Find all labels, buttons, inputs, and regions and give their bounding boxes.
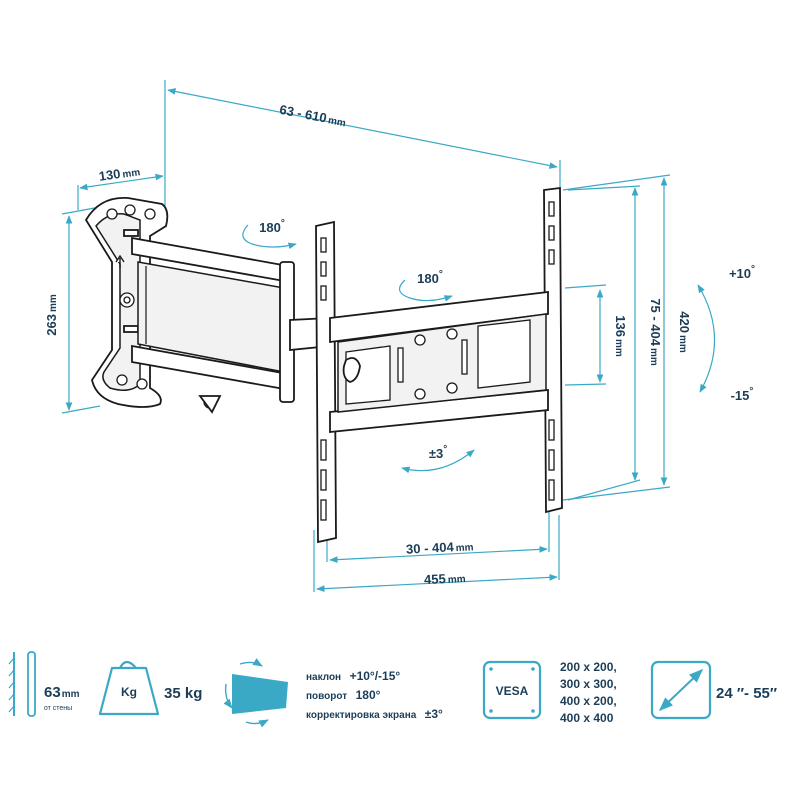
spec-bar: 63mm от стены Kg 35 kg наклон +10°/-15° … — [8, 651, 777, 728]
swivel-spec: поворот 180° — [306, 686, 381, 703]
vesa-pattern-1: 200 x 200, — [560, 660, 617, 674]
adjustment-icon — [223, 658, 288, 728]
weight-value: 35 kg — [164, 685, 202, 702]
wall-distance-value: 63mm — [44, 684, 80, 701]
tilt-spec: наклон +10°/-15° — [306, 667, 400, 684]
dim-bracket-width: 455mm — [424, 570, 466, 587]
tilt-up-label: +10° — [729, 264, 755, 281]
dim-wall-plate-depth: 130mm — [98, 163, 141, 184]
vesa-icon — [482, 660, 542, 720]
vesa-pattern-2: 300 x 300, — [560, 677, 617, 691]
wall-distance-caption: от стены — [44, 705, 72, 712]
tilt-down-label: -15° — [731, 386, 754, 403]
dimension-lines — [61, 80, 671, 592]
wall-distance-icon — [8, 651, 36, 717]
dim-wall-plate-height: 263mm — [44, 294, 59, 336]
dim-inner-height: 136mm — [613, 315, 628, 357]
swivel-arm-label: 180° — [417, 269, 443, 286]
screen-diagonal-icon — [650, 660, 712, 720]
weight-icon — [98, 660, 160, 716]
screen-size-value: 24 ″- 55″ — [716, 685, 777, 702]
tv-bracket — [315, 186, 563, 544]
dimension-labels: 63 - 610mm 130mm 263mm 420mm 75 - 404mm … — [44, 102, 692, 587]
weight-icon-label: Kg — [121, 685, 137, 699]
rotation-label: ±3° — [429, 444, 447, 461]
vesa-pattern-4: 400 x 400 — [560, 711, 614, 725]
dim-vertical-hole-range: 75 - 404mm — [648, 298, 663, 366]
swivel-wall-label: 180° — [259, 218, 285, 235]
motion-annotations: 180° 180° ±3° +10° -15° — [242, 218, 755, 474]
swing-arm — [131, 236, 331, 414]
vesa-pattern-3: 400 x 200, — [560, 694, 617, 708]
rotation-spec: корректировка экрана ±3° — [306, 705, 443, 722]
vesa-label: VESA — [496, 684, 529, 698]
dim-total-reach: 63 - 610mm — [278, 102, 347, 130]
dim-bracket-height: 420mm — [677, 311, 692, 353]
dim-horizontal-hole-range: 30 - 404mm — [406, 538, 474, 557]
